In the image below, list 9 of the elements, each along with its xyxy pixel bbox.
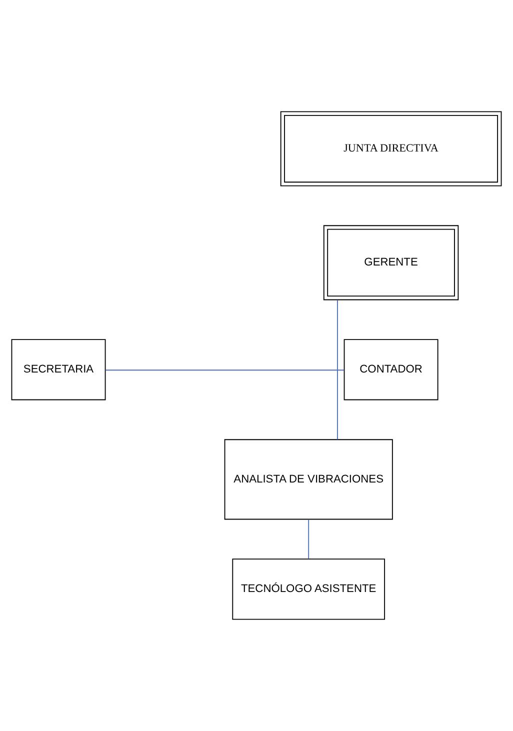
connector bbox=[337, 299, 338, 440]
connector bbox=[104, 370, 345, 371]
node-box: GERENTE bbox=[323, 225, 459, 300]
node-box: ANALISTA DE VIBRACIONES bbox=[224, 439, 393, 520]
node-box: SECRETARIA bbox=[11, 339, 106, 400]
node-box: TECNÓLOGO ASISTENTE bbox=[232, 558, 386, 620]
connector bbox=[308, 518, 310, 560]
node-box: CONTADOR bbox=[344, 339, 438, 400]
node-box: JUNTA DIRECTIVA bbox=[280, 111, 502, 186]
